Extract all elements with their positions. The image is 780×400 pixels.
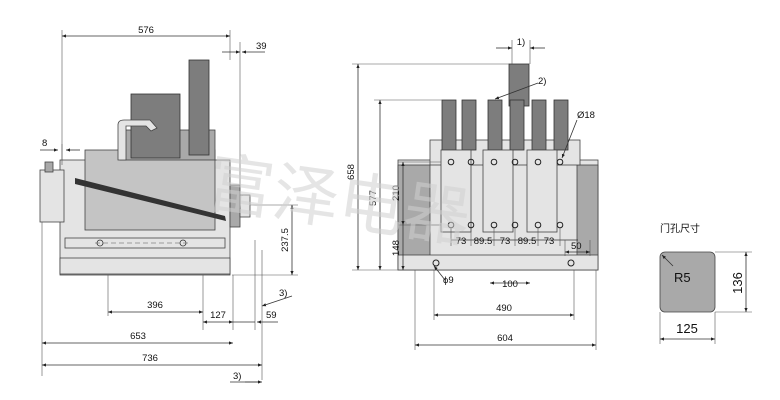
dim-210: 210 — [391, 185, 402, 201]
side-tall-terminal — [188, 59, 210, 156]
side-link-bar — [75, 178, 226, 221]
dim-127: 127 — [210, 310, 226, 321]
front-view: 1) 2) Ø18 658 577 210 148 73 89.5 73 — [346, 37, 599, 350]
dim-pitch-89-5-1: 89.5 — [474, 236, 493, 247]
note-3-right: 3) — [279, 288, 287, 299]
side-front-tab — [44, 161, 54, 173]
dim-100: 100 — [502, 279, 518, 290]
side-handle — [117, 119, 158, 161]
dim-pitch-73-2: 73 — [500, 236, 511, 247]
dim-577: 577 — [368, 190, 379, 206]
dim-pitch-73-1: 73 — [456, 236, 467, 247]
front-base — [397, 254, 599, 271]
dim-8: 8 — [42, 138, 47, 149]
note-1: 1) — [517, 37, 525, 48]
dim-pitch-73-3: 73 — [544, 236, 555, 247]
door-cutout: 门孔尺寸 R5 136 125 — [659, 222, 752, 344]
dim-576: 576 — [138, 25, 154, 36]
dim-39: 39 — [256, 41, 267, 52]
note-2: 2) — [538, 76, 546, 87]
dim-653: 653 — [130, 331, 146, 342]
dim-hole-dia: Ø18 — [577, 110, 595, 121]
front-right-side — [576, 164, 599, 269]
note-3-bottom: 3) — [233, 371, 241, 382]
door-cutout-shape — [659, 251, 716, 313]
door-cutout-title: 门孔尺寸 — [660, 222, 700, 235]
dim-mount-hole: ϕ9 — [443, 275, 454, 286]
dim-59: 59 — [266, 310, 277, 321]
side-view: 576 39 8 237.5 396 127 59 3) 653 — [39, 25, 298, 384]
dim-50: 50 — [571, 241, 582, 252]
front-terminals — [441, 99, 569, 151]
dim-604: 604 — [497, 333, 513, 344]
dim-396: 396 — [147, 300, 163, 311]
dim-pitch-89-5-2: 89.5 — [518, 236, 537, 247]
dim-148: 148 — [391, 240, 402, 256]
side-flange-lip — [239, 194, 251, 218]
door-cutout-width: 125 — [676, 321, 698, 336]
door-cutout-height: 136 — [730, 272, 745, 294]
side-base — [59, 257, 231, 275]
side-front-panel — [39, 169, 65, 223]
door-cutout-radius: R5 — [674, 270, 691, 285]
dim-736: 736 — [142, 353, 158, 364]
dim-658: 658 — [346, 164, 357, 180]
front-busbars — [440, 149, 564, 233]
dim-490: 490 — [496, 303, 512, 314]
mount-hole-right — [567, 259, 575, 267]
dim-237-5: 237.5 — [280, 228, 291, 252]
